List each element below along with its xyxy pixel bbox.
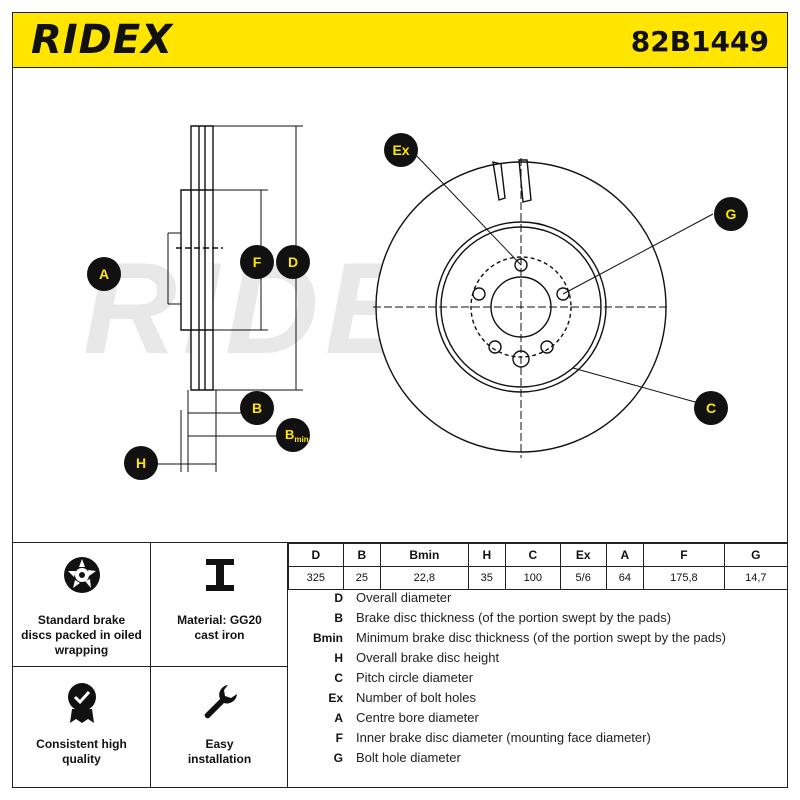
quality-badge-icon [67,683,96,723]
i-beam-icon [205,559,234,591]
brake-disc-drawing-svg: RIDEX [83,125,748,480]
brand-logo: RIDEX [31,17,174,63]
feature-material: Material: GG20 cast iron [151,543,288,666]
callout-f: F [240,245,274,279]
header-bar: RIDEX 82B1449 [12,12,788,68]
wrench-icon [204,685,237,719]
svg-text:Ex: Ex [392,142,409,158]
brake-disc-icon [63,557,100,593]
front-view [373,158,669,458]
svg-text:C: C [706,400,716,416]
svg-text:Bmin: Bmin [285,427,309,444]
spec-header-row: D B Bmin H C Ex A F G [288,543,789,567]
spec-table: D B Bmin H C Ex A F G 325 25 22,8 35 100… [288,543,789,590]
part-number: 82B1449 [630,25,769,58]
feature-installation: Easy installation [151,667,288,790]
info-panel: Standard brake discs packed in oiled wra… [12,542,789,790]
feature-quality: Consistent high quality [13,667,150,790]
technical-drawing: RIDEX [12,68,788,542]
callout-g: G [714,197,748,231]
svg-text:A: A [99,266,109,282]
callout-b: B [240,391,274,425]
callout-a: A [87,257,121,291]
svg-text:B: B [252,400,262,416]
callout-h: H [124,446,158,480]
callout-ex: Ex [384,133,418,167]
svg-text:H: H [136,455,146,471]
callout-d: D [276,245,310,279]
callout-c: C [694,391,728,425]
svg-text:F: F [253,254,262,270]
svg-text:D: D [288,254,298,270]
spec-value-row: 325 25 22,8 35 100 5/6 64 175,8 14,7 [288,566,789,590]
feature-packaging: Standard brake discs packed in oiled wra… [13,543,150,666]
svg-text:G: G [726,206,737,222]
callout-bmin: Bmin [276,418,310,452]
